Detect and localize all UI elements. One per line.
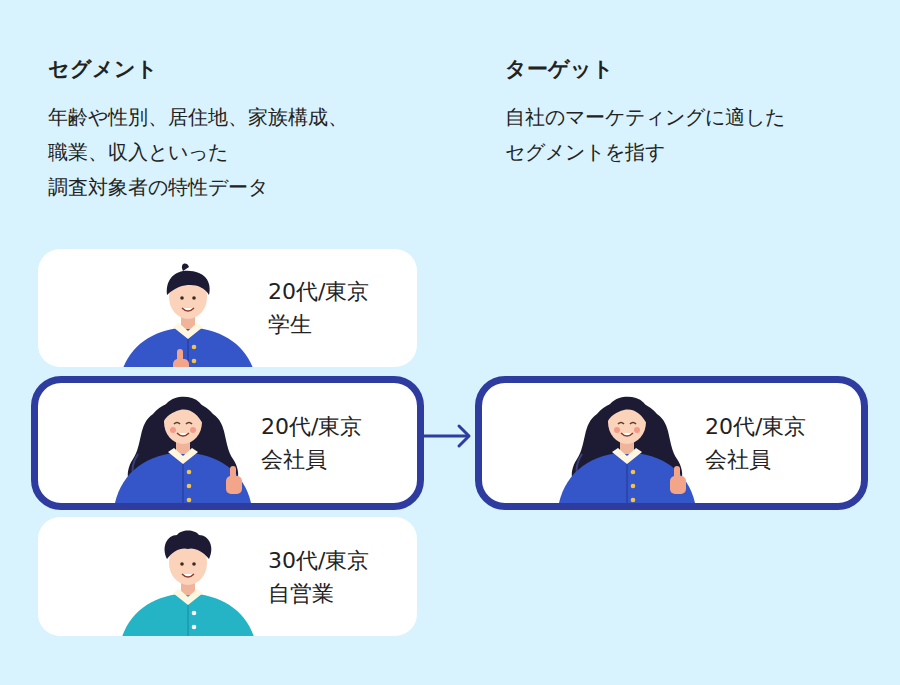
column-heading: セグメント: [48, 56, 158, 83]
thumb: [177, 349, 183, 363]
button: [187, 498, 192, 503]
thumb: [230, 466, 236, 480]
person-illustration: [98, 384, 268, 510]
card-text: 20代/東京 会社員: [261, 410, 389, 476]
card-text: 30代/東京 自営業: [268, 544, 396, 610]
collar: [173, 589, 203, 605]
button: [631, 498, 636, 503]
description-text: 自社のマーケティングに適した セグメントを指す: [505, 100, 825, 170]
placket: [182, 456, 184, 510]
button: [631, 484, 636, 489]
button: [187, 484, 192, 489]
card-text: 20代/東京 会社員: [705, 410, 833, 476]
cheek: [170, 427, 176, 433]
button: [631, 470, 636, 475]
person-illustration: [542, 384, 712, 510]
card-text: 20代/東京 学生: [268, 275, 396, 341]
cheek: [190, 427, 196, 433]
smile: [182, 308, 194, 311]
person-illustration: [103, 259, 273, 367]
eye: [180, 296, 184, 300]
person-card: 30代/東京 自営業: [38, 517, 417, 636]
person-card: 20代/東京 学生: [38, 249, 417, 367]
arrow-head: [459, 426, 469, 446]
cheek: [634, 427, 640, 433]
hair: [167, 271, 210, 295]
closed-eyes: [174, 423, 192, 425]
eye: [180, 562, 184, 566]
thumb: [674, 466, 680, 480]
person-illustration: [103, 525, 273, 636]
arrow-connector: [424, 426, 469, 446]
button: [192, 611, 197, 616]
button: [187, 470, 192, 475]
eye: [192, 296, 196, 300]
collar: [173, 323, 203, 339]
hair-tuft: [182, 264, 189, 271]
connector-line: [424, 435, 469, 438]
hair: [161, 397, 205, 426]
collar: [168, 448, 198, 464]
smile: [182, 574, 194, 577]
closed-eyes: [618, 423, 636, 425]
highlighted-person-card: 20代/東京 会社員: [475, 376, 868, 510]
button: [192, 345, 197, 350]
smile: [621, 433, 633, 436]
placket: [626, 456, 628, 510]
button: [192, 359, 197, 364]
cheek: [614, 427, 620, 433]
eye: [192, 562, 196, 566]
smile: [177, 433, 189, 436]
hair: [605, 397, 649, 426]
column-heading: ターゲット: [505, 56, 614, 83]
collar: [612, 448, 642, 464]
description-text: 年齢や性別、居住地、家族構成、 職業、収入といった 調査対象者の特性データ: [48, 100, 368, 205]
highlighted-person-card: 20代/東京 会社員: [31, 376, 424, 510]
button: [192, 625, 197, 630]
curly-hair: [165, 531, 212, 560]
